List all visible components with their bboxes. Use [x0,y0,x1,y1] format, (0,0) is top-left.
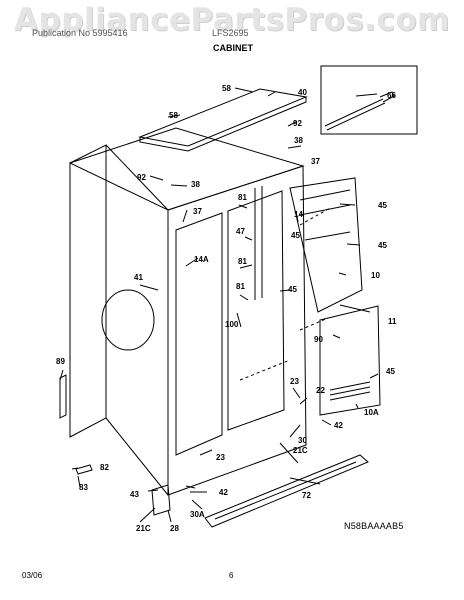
callout: 37 [193,207,202,216]
callout: 40 [298,88,307,97]
callout: 90 [314,335,323,344]
callout: 10A [364,408,379,417]
callout: 41 [134,273,143,282]
callout: 23 [216,453,225,462]
figure-code: N58BAAAAB5 [344,521,404,531]
callout: 43 [130,490,139,499]
toe-grille [204,454,369,528]
side-bracket [59,374,67,419]
lower-hinge [151,484,171,516]
section-title: CABINET [213,43,253,53]
callout: 37 [311,157,320,166]
callout: 14A [194,255,209,264]
callout: 58 [222,84,231,93]
callout: 14 [294,210,303,219]
motor-cover [101,289,155,351]
callout: 92 [137,173,146,182]
callout: 83 [79,483,88,492]
callout: 22 [316,386,325,395]
callout: 89 [56,357,65,366]
cabinet-top [68,127,305,211]
cabinet-front [167,165,307,496]
callout: 45 [378,241,387,250]
callout: 45 [291,231,300,240]
callout: 66 [387,91,396,100]
callout: 10 [371,271,380,280]
footer-page: 6 [229,571,234,580]
callout: 81 [238,257,247,266]
callout: 72 [302,491,311,500]
air-duct [289,177,363,313]
callout: 45 [288,285,297,294]
publication-number: Publication No 5995416 [32,28,128,38]
rear-panel [319,305,381,416]
callout: 92 [293,119,302,128]
callout: 81 [238,193,247,202]
callout: 45 [386,367,395,376]
callout: 42 [334,421,343,430]
callout: 42 [219,488,228,497]
callout: 28 [170,524,179,533]
callout: 47 [236,227,245,236]
callout: 38 [191,180,200,189]
inset-box [320,65,418,135]
callout: 45 [378,201,387,210]
callout: 30A [190,510,205,519]
callout: 11 [388,317,397,326]
callout: 21C [136,524,151,533]
callout: 23 [290,377,299,386]
callout: 81 [236,282,245,291]
top-cover [138,88,308,147]
leveling-leg [75,464,93,475]
callout: 30 [298,436,307,445]
callout: 38 [294,136,303,145]
model-number: LFS2695 [212,28,249,38]
cabinet-side-panel [69,144,107,438]
callout: 100 [225,320,239,329]
callout: 21C [293,446,308,455]
callout: 82 [100,463,109,472]
watermark: AppliancePartsPros.com [14,2,450,38]
footer-date: 03/06 [22,571,43,580]
callout: 58 [169,111,178,120]
